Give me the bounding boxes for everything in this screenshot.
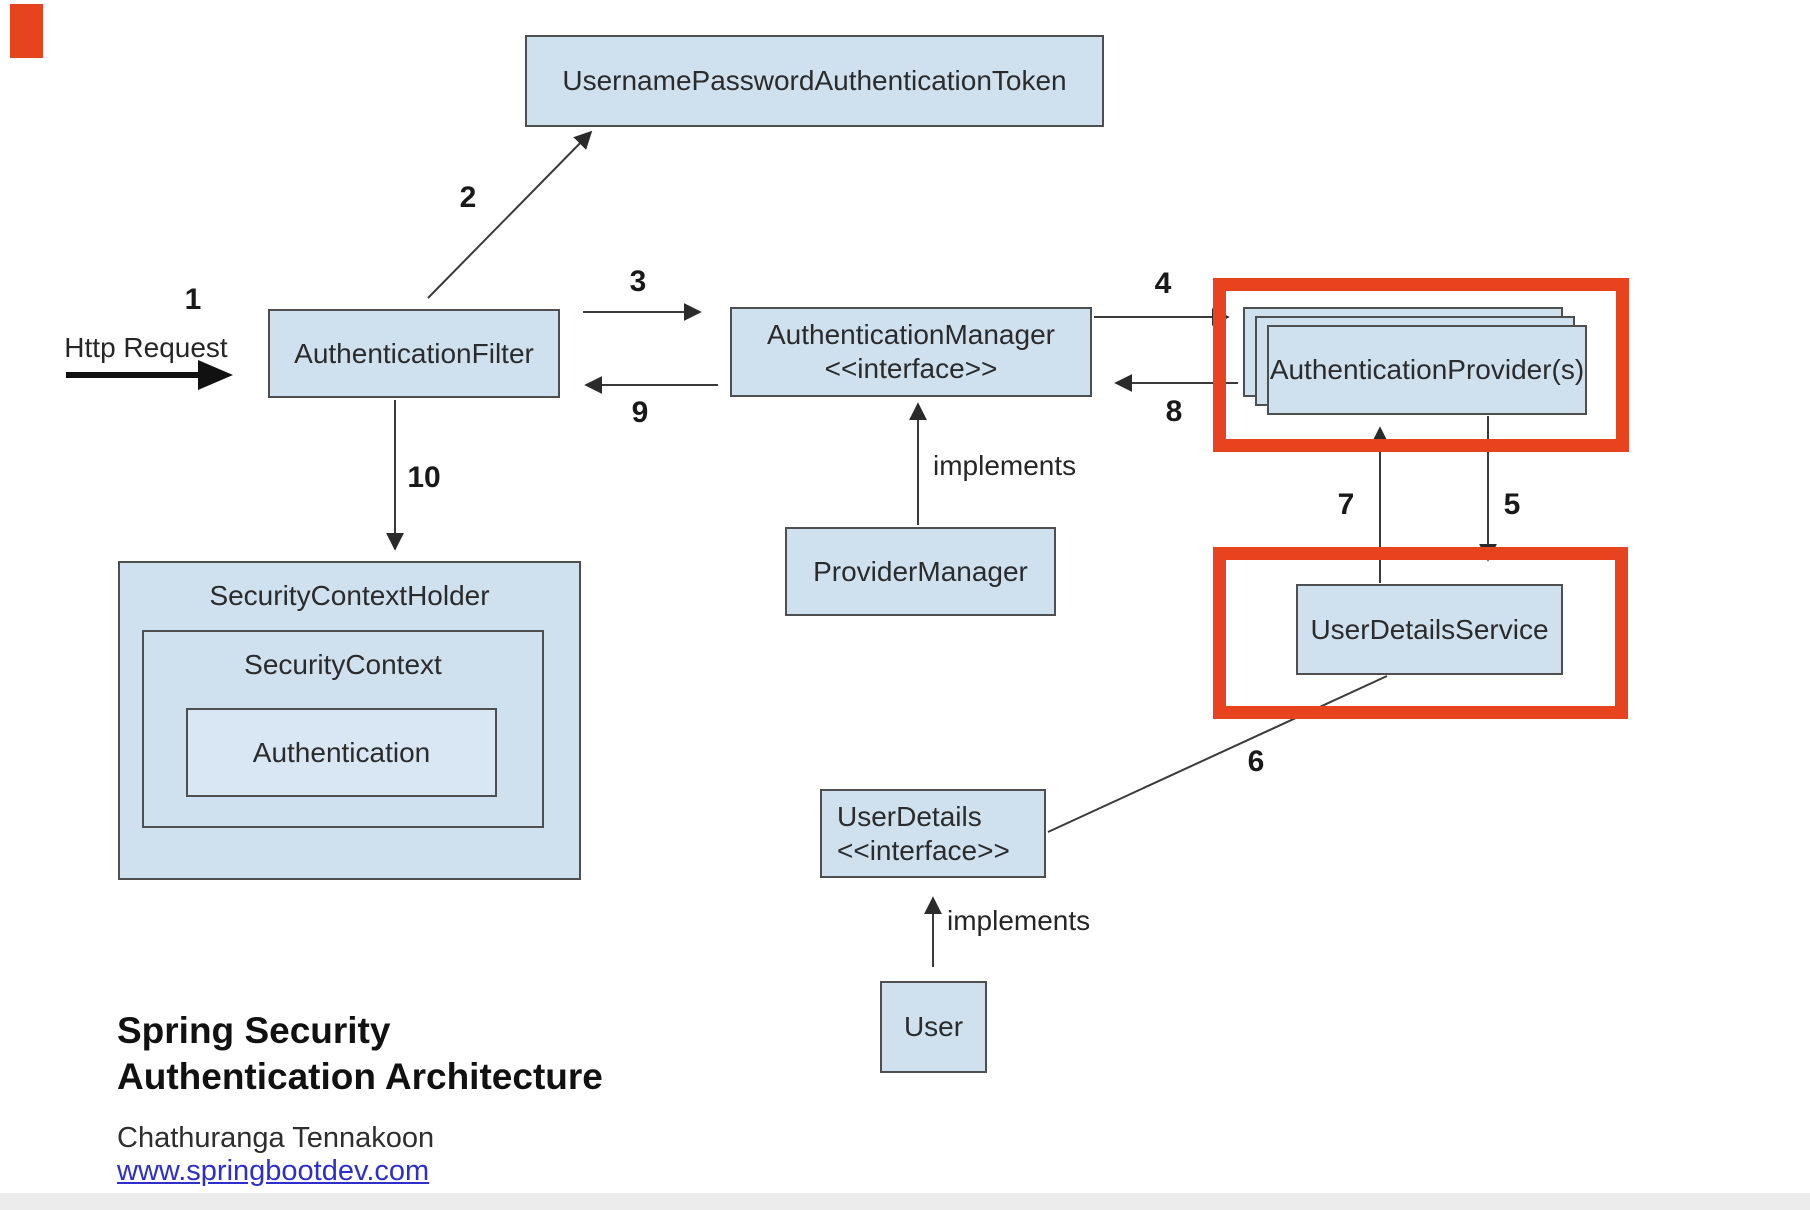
node-provider-manager: ProviderManager [785,527,1056,616]
diagram-title-line2: Authentication Architecture [117,1056,603,1097]
node-authentication-providers: AuthenticationProvider(s) [1267,325,1587,415]
node-user-details: UserDetails <<interface>> [820,789,1046,878]
node-label: SecurityContext [244,649,442,680]
step-label-5: 5 [1503,488,1521,521]
node-authentication-manager: AuthenticationManager <<interface>> [730,307,1092,397]
step-label-3: 3 [629,265,647,298]
bottom-gray-strip [0,1193,1810,1210]
node-label: UsernamePasswordAuthenticationToken [562,65,1067,96]
node-label: UserDetailsService [1310,613,1549,645]
node-label: ProviderManager [813,555,1028,587]
website-link[interactable]: www.springbootdev.com [117,1155,430,1187]
node-label: AuthenticationManager [767,319,1055,350]
node-stereotype: <<interface>> [837,834,1010,866]
implements-label-provider-manager: implements [933,450,1077,481]
diagram-title-line1: Spring Security [117,1010,391,1051]
author-name: Chathuranga Tennakoon [117,1122,435,1154]
node-label: User [903,1011,964,1042]
step-label-10: 10 [407,461,441,494]
website-link-wrap: www.springbootdev.com [117,1155,429,1188]
node-label: SecurityContextHolder [209,580,490,611]
step-label-2: 2 [459,181,477,214]
http-request-label: Http Request [64,332,228,363]
arrow-2-filter-to-token [427,130,593,299]
step-label-6: 6 [1247,745,1265,778]
node-user-details-service: UserDetailsService [1296,584,1563,675]
implements-label-user: implements [947,905,1091,936]
http-request-arrow [66,360,233,390]
node-authentication-filter: AuthenticationFilter [268,309,560,398]
node-label: Authentication [252,736,431,768]
step-label-8: 8 [1165,395,1183,428]
line-6-userdetails-to-uds [1047,675,1388,833]
step-label-4: 4 [1154,267,1172,300]
node-label: AuthenticationProvider(s) [1269,354,1585,385]
node-user: User [880,981,987,1073]
node-stereotype: <<interface>> [824,353,998,384]
red-corner-fragment [10,4,43,58]
node-authentication: Authentication [186,708,497,797]
diagram-title: Spring Security Authentication Architect… [117,1008,603,1100]
node-label: UserDetails [837,800,982,832]
step-label-1: 1 [184,283,202,316]
step-label-7: 7 [1337,488,1355,521]
node-username-password-authentication-token: UsernamePasswordAuthenticationToken [525,35,1104,127]
node-label: AuthenticationFilter [294,337,534,369]
step-label-9: 9 [631,396,649,429]
